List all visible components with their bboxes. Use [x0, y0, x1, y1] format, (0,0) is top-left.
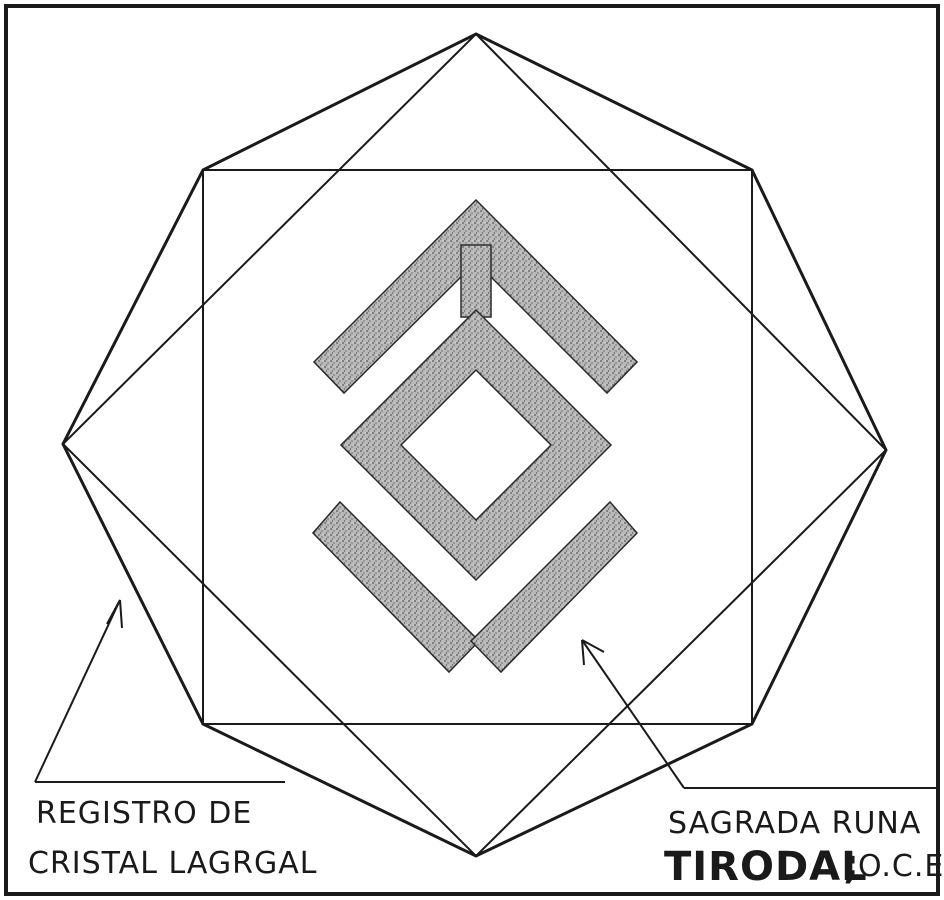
right-leader [582, 640, 940, 788]
right-caption-line2-tail: O.C.E. [858, 849, 944, 884]
sacred-rune [313, 200, 637, 672]
right-caption-line2-main: TIRODAL [664, 844, 868, 890]
rune-stem [461, 245, 491, 317]
octagon [63, 34, 886, 856]
left-caption-line2: CRISTAL LAGRGAL [28, 846, 317, 881]
right-caption-line1: SAGRADA RUNA [668, 806, 921, 841]
left-caption-line1: REGISTRO DE [36, 796, 252, 831]
diamond [63, 34, 886, 856]
outer-frame [6, 6, 938, 894]
